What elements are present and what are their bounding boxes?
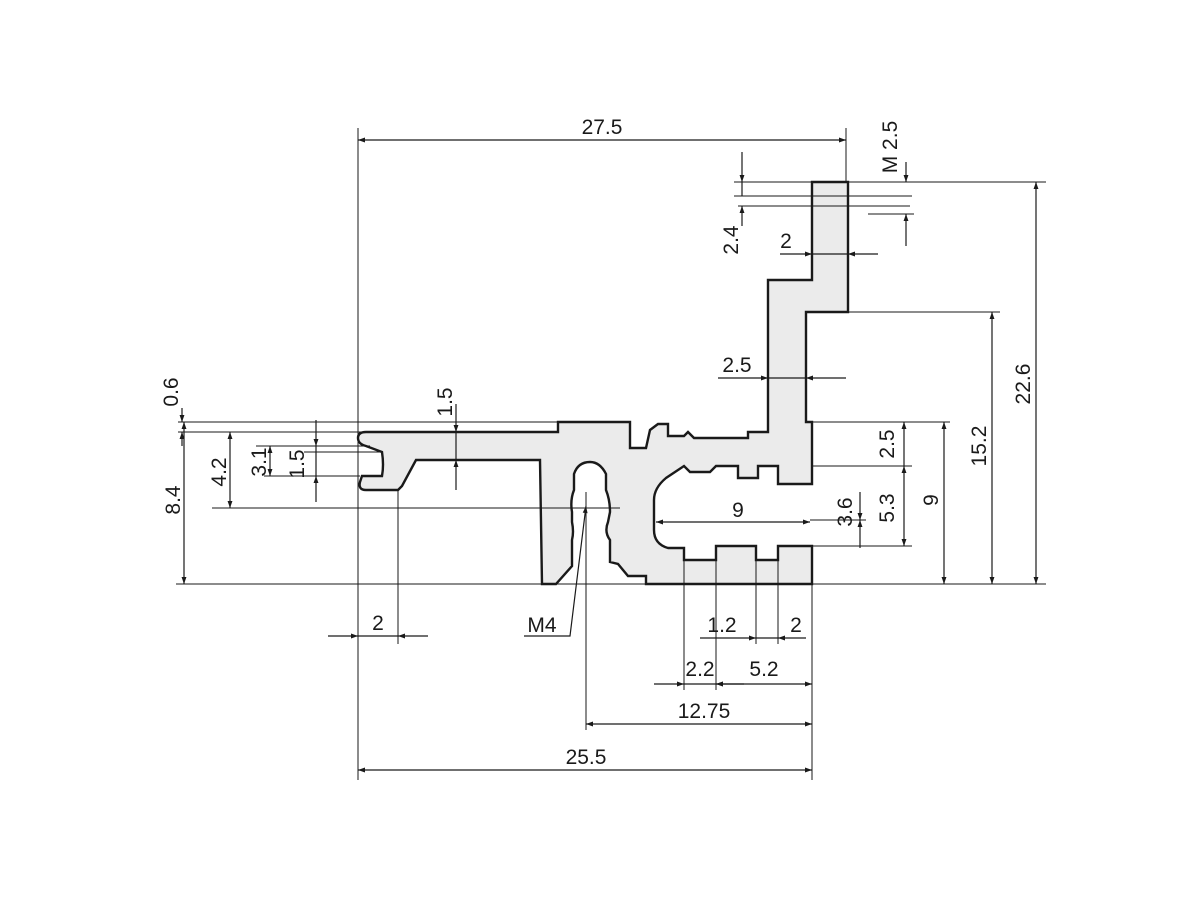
dim-2-5-right: 2.5	[876, 429, 899, 458]
extension-lines	[176, 128, 1046, 780]
dim-9-slot: 9	[732, 499, 744, 522]
dimension-labels: 27.5 M 2.5 2.4 2 2.5 0.6 1.5 8.4 4.2 3.1…	[160, 116, 1035, 769]
dim-5-2: 5.2	[749, 658, 778, 681]
dim-1-2: 1.2	[707, 614, 736, 637]
dim-25-5: 25.5	[566, 746, 607, 769]
dim-2-top: 2	[780, 230, 792, 253]
dim-2-5-inner: 2.5	[722, 354, 751, 377]
dim-22-6: 22.6	[1012, 364, 1035, 405]
dim-9-vertical: 9	[920, 494, 943, 506]
dimension-lines	[179, 137, 1039, 773]
dim-3-1: 3.1	[248, 447, 271, 476]
dim-12-75: 12.75	[678, 700, 731, 723]
dim-2-2: 2.2	[685, 658, 714, 681]
dim-1-5-left: 1.5	[286, 449, 309, 478]
dim-2-bottom-left: 2	[372, 612, 384, 635]
dim-0-6: 0.6	[160, 377, 183, 406]
dim-5-3: 5.3	[876, 493, 899, 522]
dim-15-2: 15.2	[968, 426, 991, 467]
dim-27-5: 27.5	[582, 116, 623, 139]
dim-m2-5: M 2.5	[879, 121, 902, 174]
dim-m4: M4	[527, 614, 556, 637]
dim-3-6: 3.6	[834, 497, 857, 526]
dim-2-4: 2.4	[720, 225, 743, 255]
dim-1-5-top: 1.5	[434, 387, 457, 416]
dim-4-2: 4.2	[208, 457, 231, 486]
dim-2-bottom-right: 2	[790, 614, 802, 637]
dim-8-4: 8.4	[162, 485, 185, 515]
profile-cross-section	[356, 180, 850, 586]
